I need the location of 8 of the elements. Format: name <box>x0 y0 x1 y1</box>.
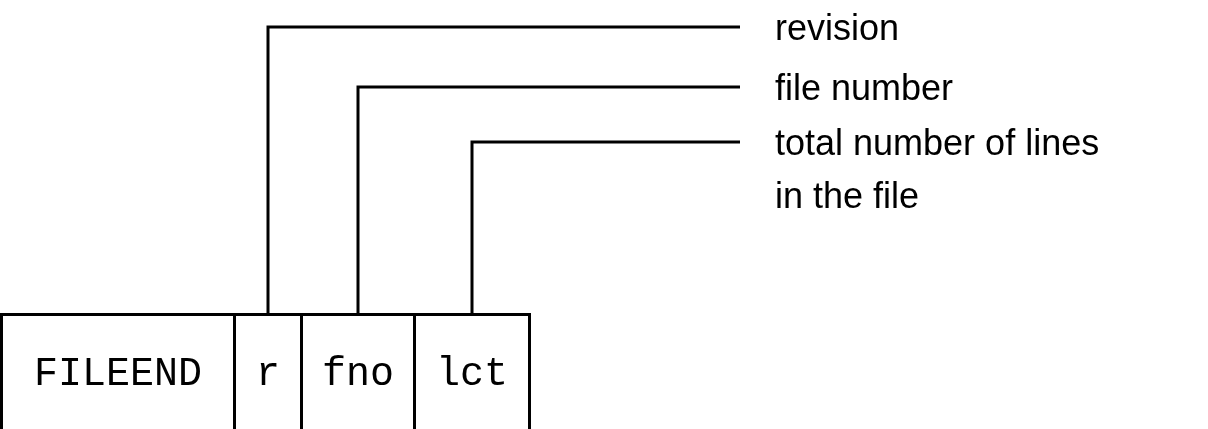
leader-line <box>266 25 740 313</box>
record-field: FILEEND <box>0 313 236 429</box>
record-field: lct <box>413 313 531 429</box>
field-description: total number of lines in the file <box>740 116 1120 222</box>
leader-line <box>470 140 740 313</box>
field-description: revision <box>740 1 1040 54</box>
field-description: file number <box>740 61 1060 114</box>
leader-line <box>356 85 740 313</box>
